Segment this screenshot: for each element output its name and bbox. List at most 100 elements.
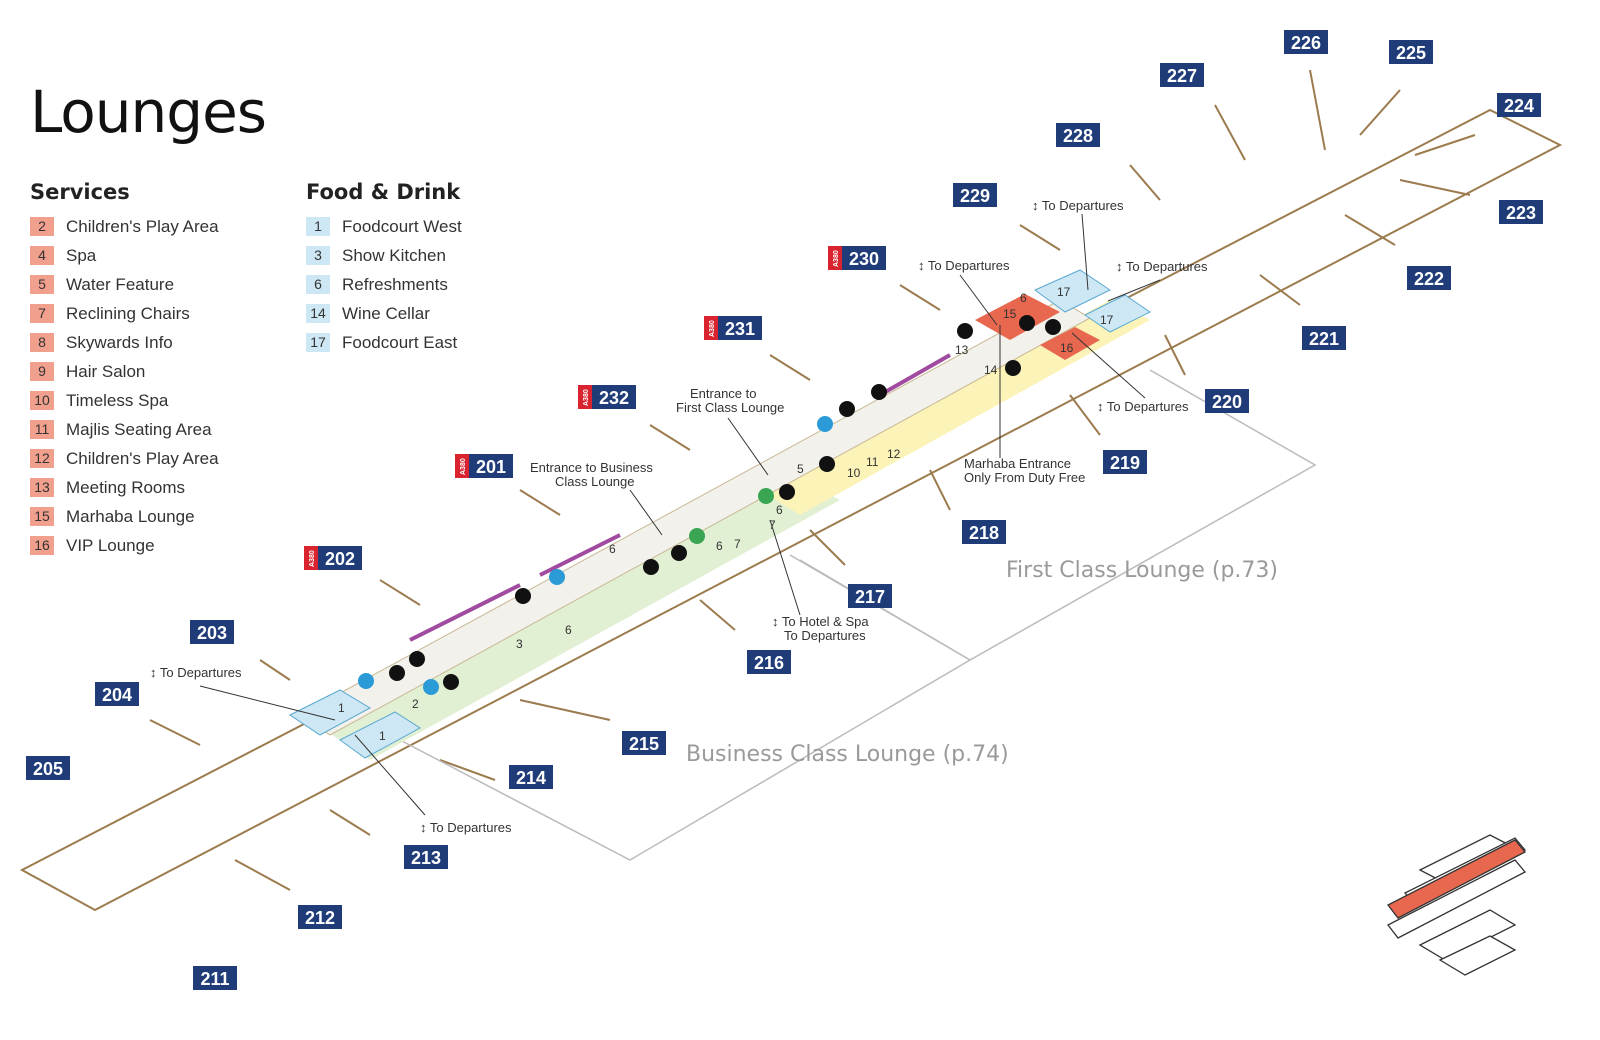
svg-text:15: 15	[1003, 307, 1017, 321]
gate-badge[interactable]	[848, 584, 892, 608]
food-drink-legend-label: Refreshments	[342, 274, 448, 294]
svg-text:1: 1	[379, 729, 386, 743]
gate-229[interactable]: 229	[953, 183, 997, 207]
svg-text:10: 10	[847, 466, 861, 480]
gate-badge[interactable]	[1499, 200, 1543, 224]
gate-badge[interactable]	[469, 454, 513, 478]
gate-226[interactable]: 226	[1284, 30, 1328, 54]
gate-badge[interactable]	[747, 650, 791, 674]
gate-badge[interactable]	[622, 731, 666, 755]
gate-badge[interactable]	[1056, 123, 1100, 147]
gate-205[interactable]: 205	[26, 756, 70, 780]
gate-number: 219	[1110, 453, 1140, 473]
gate-number: 229	[960, 186, 990, 206]
gate-number: 225	[1396, 43, 1426, 63]
food-drink-legend-label: Foodcourt West	[342, 216, 462, 236]
gate-number: 202	[325, 549, 355, 569]
gate-228[interactable]: 228	[1056, 123, 1100, 147]
gate-204[interactable]: 204	[95, 682, 139, 706]
services-heading: Services	[30, 180, 130, 204]
gate-220[interactable]: 220	[1205, 389, 1249, 413]
gate-223[interactable]: 223	[1499, 200, 1543, 224]
marhaba-entrance-line1: Marhaba Entrance	[964, 456, 1071, 471]
gate-badge[interactable]	[509, 765, 553, 789]
gate-219[interactable]: 219	[1103, 450, 1147, 474]
svg-text:13: 13	[955, 343, 969, 357]
gate-badge[interactable]	[404, 845, 448, 869]
gate-badge[interactable]	[962, 520, 1006, 544]
gate-215[interactable]: 215	[622, 731, 666, 755]
svg-text:1: 1	[338, 701, 345, 715]
gate-badge[interactable]	[718, 316, 762, 340]
gate-badge[interactable]	[1389, 40, 1433, 64]
gate-213[interactable]: 213	[404, 845, 448, 869]
service-legend-label: Children's Play Area	[66, 216, 219, 236]
gate-214[interactable]: 214	[509, 765, 553, 789]
gate-231[interactable]: A380 231	[704, 316, 762, 340]
gate-badge[interactable]	[318, 546, 362, 570]
gate-225[interactable]: 225	[1389, 40, 1433, 64]
gate-number: 224	[1504, 96, 1534, 116]
gate-number: 231	[725, 319, 755, 339]
gate-badge[interactable]	[1302, 326, 1346, 350]
gate-badge[interactable]	[1407, 266, 1451, 290]
gate-badge[interactable]	[1205, 389, 1249, 413]
entrance-first-line2: First Class Lounge	[676, 400, 784, 415]
gate-203[interactable]: 203	[190, 620, 234, 644]
gate-224[interactable]: 224	[1497, 93, 1541, 117]
service-legend-number: 11	[30, 420, 54, 439]
svg-text:17: 17	[1057, 285, 1071, 299]
gate-badge[interactable]	[1284, 30, 1328, 54]
gate-216[interactable]: 216	[747, 650, 791, 674]
gate-number: 214	[516, 768, 546, 788]
to-hotel-line1: ↕ To Hotel & Spa	[772, 614, 869, 629]
gate-badge[interactable]	[193, 966, 237, 990]
gate-badge[interactable]	[1497, 93, 1541, 117]
a380-tag-text: A380	[709, 320, 716, 337]
gate-number: 218	[969, 523, 999, 543]
gate-badge[interactable]	[298, 905, 342, 929]
gate-badge[interactable]	[95, 682, 139, 706]
gate-218[interactable]: 218	[962, 520, 1006, 544]
gate-227[interactable]: 227	[1160, 63, 1204, 87]
service-legend-label: Water Feature	[66, 274, 175, 294]
gate-badge[interactable]	[26, 756, 70, 780]
gate-number: 215	[629, 734, 659, 754]
service-legend-number: 5	[30, 275, 54, 294]
to-departures-label-4: ↕ To Departures	[1032, 198, 1124, 213]
gate-211[interactable]: 211	[193, 966, 237, 990]
gate-badge[interactable]	[842, 246, 886, 270]
gate-badge[interactable]	[1160, 63, 1204, 87]
food-drink-legend-label: Wine Cellar	[342, 303, 430, 323]
gate-221[interactable]: 221	[1302, 326, 1346, 350]
first-class-zone-label: First Class Lounge (p.73)	[1006, 558, 1278, 583]
gate-222[interactable]: 222	[1407, 266, 1451, 290]
gate-number: 205	[33, 759, 63, 779]
map-markers	[358, 315, 1061, 695]
gate-badge[interactable]	[1103, 450, 1147, 474]
gate-212[interactable]: 212	[298, 905, 342, 929]
gate-badge[interactable]	[592, 385, 636, 409]
entrance-business-line1: Entrance to Business	[530, 460, 653, 475]
service-legend-label: Meeting Rooms	[66, 477, 186, 497]
gate-number: 230	[849, 249, 879, 269]
a380-tag	[828, 246, 842, 270]
svg-text:11: 11	[866, 455, 879, 469]
business-class-zone	[310, 470, 840, 760]
svg-text:7: 7	[769, 518, 776, 532]
gate-badge[interactable]	[953, 183, 997, 207]
upper-corridor	[299, 299, 1092, 736]
gate-badge[interactable]	[190, 620, 234, 644]
gate-217[interactable]: 217	[848, 584, 892, 608]
svg-text:7: 7	[734, 537, 741, 551]
